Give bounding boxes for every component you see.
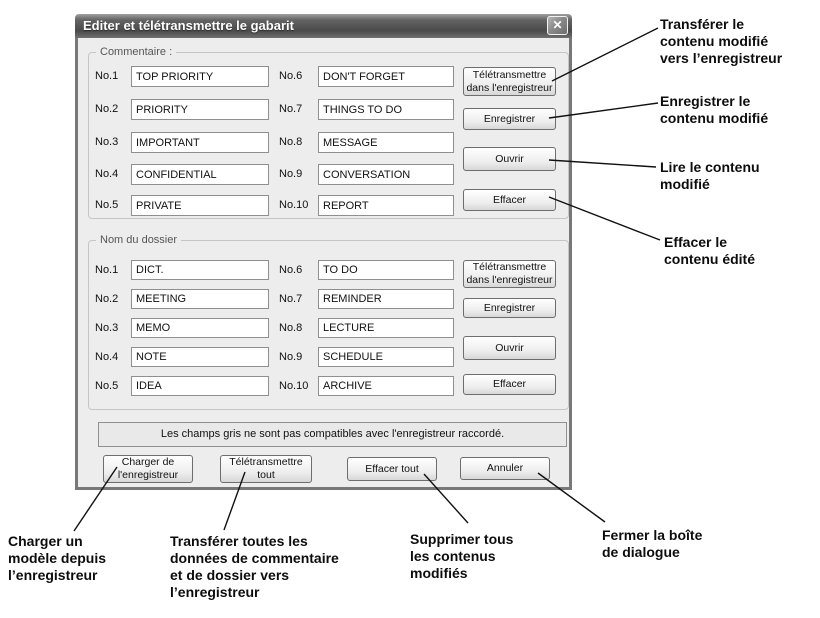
dossier-field-8[interactable] [318, 318, 454, 338]
dossier-erase-button[interactable]: Effacer [463, 374, 556, 395]
field-label-no1: No.1 [95, 264, 119, 276]
dossier-field-5[interactable] [131, 376, 269, 396]
field-label-no3: No.3 [95, 322, 119, 334]
erase-all-button[interactable]: Effacer tout [347, 457, 437, 481]
field-row: No.1 No.6 [89, 260, 568, 280]
dossier-field-4[interactable] [131, 347, 269, 367]
commentaire-field-9[interactable] [318, 164, 454, 185]
field-row: No.4 No.9 [89, 164, 568, 185]
commentaire-field-5[interactable] [131, 195, 269, 216]
dossier-field-7[interactable] [318, 289, 454, 309]
close-icon: ✕ [552, 18, 563, 32]
dossier-field-6[interactable] [318, 260, 454, 280]
dialog-titlebar: Editer et télétransmettre le gabarit ✕ [75, 14, 572, 38]
field-row: No.2 No.7 [89, 99, 568, 120]
field-label-no2: No.2 [95, 293, 119, 305]
dossier-field-1[interactable] [131, 260, 269, 280]
field-label-no7: No.7 [279, 103, 303, 115]
dossier-field-3[interactable] [131, 318, 269, 338]
field-row: No.5 No.10 [89, 376, 568, 396]
field-row: No.4 No.9 [89, 347, 568, 367]
commentaire-field-10[interactable] [318, 195, 454, 216]
dossier-field-9[interactable] [318, 347, 454, 367]
commentaire-group: Commentaire : No.1 No.6 No.2 No.7 No.3 N [88, 46, 569, 219]
commentaire-open-button[interactable]: Ouvrir [463, 147, 556, 171]
field-label-no8: No.8 [279, 136, 303, 148]
field-label-no4: No.4 [95, 351, 119, 363]
field-row: No.3 No.8 [89, 318, 568, 338]
commentaire-field-7[interactable] [318, 99, 454, 120]
load-from-recorder-button[interactable]: Charger de l'enregistreur [103, 455, 193, 483]
callout-close-dialog: Fermer la boîte de dialogue [602, 527, 703, 560]
field-row: No.2 No.7 [89, 289, 568, 309]
callout-transmit-modified: Transférer le contenu modifié vers l’enr… [660, 16, 783, 66]
commentaire-field-3[interactable] [131, 132, 269, 153]
callout-save-modified: Enregistrer le contenu modifié [660, 93, 769, 126]
field-label-no6: No.6 [279, 264, 303, 276]
commentaire-field-1[interactable] [131, 66, 269, 87]
field-label-no5: No.5 [95, 380, 119, 392]
transmit-all-button[interactable]: Télétransmettre tout [220, 455, 312, 483]
dossier-group-label: Nom du dossier [96, 234, 182, 247]
field-label-no9: No.9 [279, 351, 303, 363]
callout-delete-all: Supprimer tous les contenus modifiés [410, 531, 514, 581]
dossier-save-button[interactable]: Enregistrer [463, 298, 556, 318]
field-label-no5: No.5 [95, 199, 119, 211]
dossier-field-2[interactable] [131, 289, 269, 309]
cancel-button[interactable]: Annuler [460, 457, 550, 480]
field-label-no1: No.1 [95, 70, 119, 82]
field-row: No.3 No.8 [89, 132, 568, 153]
commentaire-field-4[interactable] [131, 164, 269, 185]
field-label-no3: No.3 [95, 136, 119, 148]
field-label-no10: No.10 [279, 199, 309, 211]
commentaire-field-2[interactable] [131, 99, 269, 120]
commentaire-field-6[interactable] [318, 66, 454, 87]
field-label-no6: No.6 [279, 70, 303, 82]
callout-erase-edited: Effacer le contenu édité [664, 234, 756, 267]
field-label-no9: No.9 [279, 168, 303, 180]
field-label-no8: No.8 [279, 322, 303, 334]
callout-load-template: Charger un modèle depuis l’enregistreur [8, 533, 107, 583]
commentaire-group-label: Commentaire : [96, 46, 177, 59]
commentaire-transmit-button[interactable]: Télétransmettre dans l'enregistreur [463, 67, 556, 96]
dossier-field-10[interactable] [318, 376, 454, 396]
field-row: No.5 No.10 [89, 195, 568, 216]
callout-transfer-all: Transférer toutes les données de comment… [170, 533, 339, 600]
field-label-no2: No.2 [95, 103, 119, 115]
dossier-open-button[interactable]: Ouvrir [463, 336, 556, 360]
dialog-body: Commentaire : No.1 No.6 No.2 No.7 No.3 N [75, 38, 572, 490]
commentaire-field-8[interactable] [318, 132, 454, 153]
commentaire-save-button[interactable]: Enregistrer [463, 108, 556, 130]
dossier-transmit-button[interactable]: Télétransmettre dans l'enregistreur [463, 260, 556, 288]
dialog-title: Editer et télétransmettre le gabarit [83, 18, 294, 33]
compatibility-note: Les champs gris ne sont pas compatibles … [98, 422, 567, 447]
callout-read-modified: Lire le contenu modifié [660, 159, 760, 192]
commentaire-erase-button[interactable]: Effacer [463, 189, 556, 211]
field-label-no10: No.10 [279, 380, 309, 392]
field-row: No.1 No.6 [89, 66, 568, 87]
close-button[interactable]: ✕ [547, 16, 568, 35]
dialog-window: Editer et télétransmettre le gabarit ✕ C… [75, 14, 572, 490]
field-label-no4: No.4 [95, 168, 119, 180]
field-label-no7: No.7 [279, 293, 303, 305]
dossier-group: Nom du dossier No.1 No.6 No.2 No.7 No.3 [88, 234, 569, 410]
